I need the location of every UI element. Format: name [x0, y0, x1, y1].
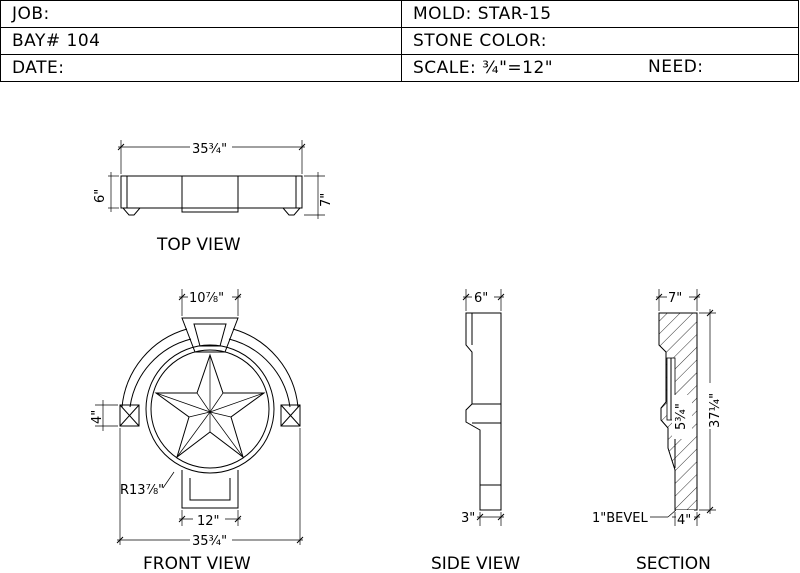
top-view-left-dim: 6" — [93, 189, 108, 203]
section-view-label: SECTION — [636, 554, 711, 573]
side-view: 6" 3" SIDE VIEW — [431, 288, 520, 573]
mold-field: MOLD: STAR-15 — [401, 0, 799, 28]
section-top-dim: 7" — [668, 291, 682, 306]
top-view-outline — [120, 175, 303, 209]
section-inner-dim: 5¾" — [674, 403, 689, 430]
front-view-right-block — [280, 404, 301, 427]
scale-field: SCALE: ¾"=12" — [401, 54, 799, 82]
date-field: DATE: — [0, 54, 402, 82]
front-view-radius-dim: R13⅞" — [120, 483, 164, 498]
section-height-dim: 37¼" — [708, 393, 723, 428]
section-bottom-dim: 4" — [677, 513, 691, 528]
front-view-base-dim: 12" — [197, 514, 220, 529]
front-view-ring-outer — [145, 344, 275, 474]
stone-color-field: STONE COLOR: — [401, 27, 799, 55]
top-view-left-block — [121, 207, 142, 216]
top-view: 35¾" 6" 7" TOP VIEW — [93, 138, 334, 255]
need-field: NEED: — [648, 57, 704, 77]
section-bevel-label: 1"BEVEL — [592, 511, 648, 526]
top-view-right-dim: 7" — [319, 193, 334, 207]
title-block: JOB: MOLD: STAR-15 BAY# 104 STONE COLOR:… — [0, 0, 799, 82]
front-view-base — [181, 470, 239, 509]
side-view-bottom-dim: 3" — [461, 511, 475, 526]
side-view-label: SIDE VIEW — [431, 554, 520, 573]
job-field: JOB: — [0, 0, 402, 28]
top-view-width-dim: 35¾" — [192, 142, 227, 157]
top-view-right-block — [281, 207, 302, 216]
front-view-outer-arc-left — [121, 328, 188, 408]
front-view-outer-arc-right — [232, 328, 299, 408]
front-view-left-block — [119, 404, 140, 427]
side-view-top-dim: 6" — [474, 291, 488, 306]
front-view: 10⅞" 4" R13⅞" 12" 35¾" FRONT VIEW — [90, 287, 304, 573]
front-view-keystone — [181, 317, 239, 353]
side-view-outline — [465, 312, 502, 511]
front-view-keystone-dim: 10⅞" — [189, 291, 224, 306]
front-view-width-dim: 35¾" — [192, 534, 227, 549]
top-view-label: TOP VIEW — [156, 235, 241, 255]
top-view-keystone — [181, 175, 239, 213]
section-view: 7" 5¾" 37¼" 1"BEVEL 4" SECTION — [592, 288, 723, 573]
front-view-ring-inner — [150, 349, 270, 469]
front-view-label: FRONT VIEW — [143, 554, 251, 573]
front-view-side-dim: 4" — [90, 410, 105, 424]
